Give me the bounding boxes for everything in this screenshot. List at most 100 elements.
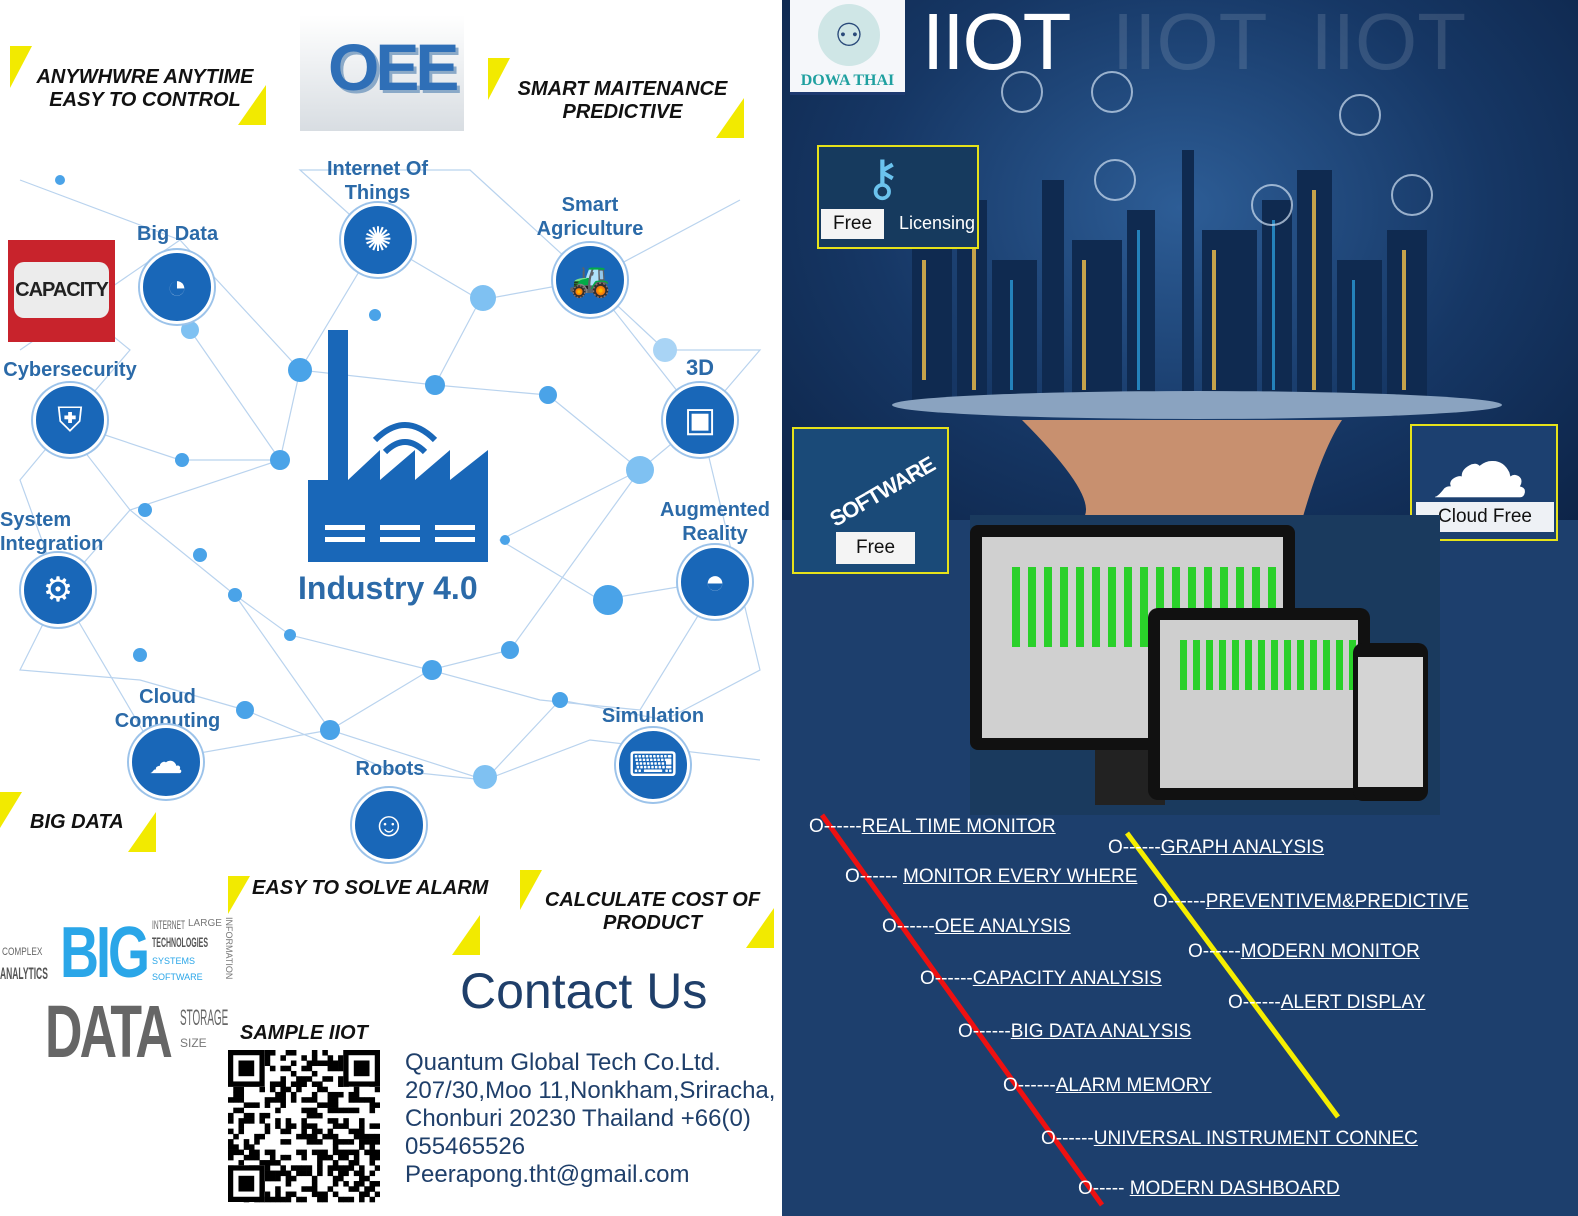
- feature-item[interactable]: O------UNIVERSAL INSTRUMENT CONNEC: [1041, 1128, 1418, 1150]
- qr-code[interactable]: [228, 1050, 380, 1205]
- free-label: Free: [821, 209, 885, 239]
- feature-link[interactable]: ALERT DISPLAY: [1280, 992, 1426, 1013]
- yellow-corner-icon: [520, 870, 542, 910]
- industry-40-title: Industry 4.0: [298, 570, 478, 606]
- cloud-icon: ☁: [129, 725, 203, 799]
- feature-item[interactable]: O------ MONITOR EVERY WHERE: [845, 866, 1137, 888]
- address-line: Chonburi 20230 Thailand +66(0): [405, 1105, 751, 1132]
- node-label-augmented-reality: Augmented Reality: [660, 499, 770, 545]
- tag-big-data: BIG DATA: [30, 811, 124, 833]
- tractor-icon: 🚜: [553, 243, 627, 317]
- feature-prefix: O------: [1188, 941, 1241, 962]
- address-line: 207/30,Moo 11,Nonkham,Sriracha,: [405, 1077, 776, 1104]
- feature-link[interactable]: UNIVERSAL INSTRUMENT CONNEC: [1093, 1128, 1418, 1149]
- feature-prefix: O------: [845, 866, 904, 887]
- yellow-corner-icon: [128, 812, 156, 852]
- feature-link[interactable]: REAL TIME MONITOR: [861, 816, 1056, 837]
- feature-item[interactable]: O------MODERN MONITOR: [1188, 941, 1420, 963]
- feature-prefix: O------: [1003, 1075, 1056, 1096]
- feature-link[interactable]: MODERN DASHBOARD: [1129, 1178, 1340, 1199]
- wordcloud-data: DATA: [45, 990, 173, 1073]
- yellow-corner-icon: [746, 908, 774, 948]
- yellow-corner-icon: [228, 876, 250, 914]
- node-label-iot: Internet Of Things: [326, 158, 429, 204]
- node-label-big-data: Big Data: [136, 223, 219, 245]
- feature-item[interactable]: O------CAPACITY ANALYSIS: [920, 968, 1162, 990]
- network-icon: ✺: [341, 203, 415, 277]
- email-link[interactable]: Peerapong.tht@gmail.com: [405, 1161, 690, 1188]
- feature-item[interactable]: O------ALERT DISPLAY: [1228, 992, 1425, 1014]
- feature-prefix: O------: [1153, 891, 1206, 912]
- wordcloud-word: ANALYTICS: [0, 964, 48, 983]
- feature-item[interactable]: O----- MODERN DASHBOARD: [1078, 1178, 1340, 1200]
- devices-mockup: [970, 515, 1440, 815]
- node-label-cloud-computing: Cloud Computing: [114, 686, 221, 732]
- tag-line: PRODUCT: [603, 912, 702, 934]
- cloud-icon: ☁: [1430, 407, 1530, 519]
- feature-item[interactable]: O------OEE ANALYSIS: [882, 916, 1071, 938]
- capacity-label: CAPACITY: [14, 262, 109, 318]
- wordcloud-word: LARGE: [188, 918, 222, 929]
- phone-number: 055465526: [405, 1133, 526, 1160]
- feature-prefix: O------: [882, 916, 935, 937]
- wordcloud-word: SOFTWARE: [152, 972, 203, 982]
- contact-title: Contact Us: [460, 963, 708, 1019]
- city-skyline-icon: [892, 71, 1502, 520]
- feature-item[interactable]: O------REAL TIME MONITOR: [809, 816, 1056, 838]
- iiot-title-ghost: IIOT IIOT: [1112, 0, 1467, 86]
- logo-text: DOWA THAI: [800, 72, 895, 89]
- feature-item[interactable]: O------ALARM MEMORY: [1003, 1075, 1212, 1097]
- tablet-device: [1148, 608, 1370, 800]
- node-label-robots: Robots: [355, 758, 425, 780]
- sample-iiot-label: SAMPLE IIOT: [240, 1022, 368, 1044]
- iiot-title: IIOT: [922, 0, 1072, 86]
- yellow-corner-icon: [488, 58, 510, 100]
- company-name: Quantum Global Tech Co.Ltd.: [405, 1049, 721, 1076]
- cube-icon: ▣: [663, 383, 737, 457]
- wordcloud-big: BIG: [60, 913, 150, 993]
- feature-link[interactable]: PREVENTIVEM&PREDICTIVE: [1205, 891, 1469, 912]
- node-label-simulation: Simulation: [601, 705, 705, 727]
- wordcloud-word: SIZE: [180, 1036, 207, 1050]
- feature-link[interactable]: BIG DATA ANALYSIS: [1010, 1021, 1192, 1042]
- cloud-free-badge: ☁ Cloud Free: [1410, 408, 1558, 541]
- feature-item[interactable]: O------BIG DATA ANALYSIS: [958, 1021, 1191, 1043]
- feature-link[interactable]: ALARM MEMORY: [1055, 1075, 1212, 1096]
- yellow-diagonal-line: [1124, 831, 1341, 1119]
- feature-link[interactable]: MODERN MONITOR: [1240, 941, 1420, 962]
- feature-link[interactable]: GRAPH ANALYSIS: [1160, 837, 1325, 858]
- tag-line: ANYWHWRE ANYTIME: [36, 66, 254, 88]
- decorative-lines: [819, 813, 1341, 1207]
- node-label-cybersecurity: Cybersecurity: [3, 359, 137, 381]
- feature-prefix: O------: [1041, 1128, 1094, 1149]
- feature-link[interactable]: MONITOR EVERY WHERE: [903, 866, 1138, 887]
- big-data-wordcloud: BIG DATA ANALYTICS COMPLEX TECHNOLOGIES …: [0, 915, 236, 1075]
- feature-prefix: O------: [1108, 837, 1161, 858]
- feature-item[interactable]: O------GRAPH ANALYSIS: [1108, 837, 1324, 859]
- tag-line: PREDICTIVE: [562, 101, 683, 123]
- factory-icon: [308, 330, 488, 562]
- feature-prefix: O------: [1228, 992, 1281, 1013]
- shield-lock-icon: ⛨: [33, 383, 107, 457]
- feature-item[interactable]: O------PREVENTIVEM&PREDICTIVE: [1153, 891, 1469, 913]
- robot-icon: ☺: [352, 788, 426, 862]
- oee-logo-text: OEE: [328, 30, 459, 104]
- pie-chart-icon: ◔: [140, 250, 214, 324]
- capacity-badge: CAPACITY: [8, 240, 115, 342]
- monitor-gear-icon: ⌨: [616, 728, 690, 802]
- feature-link[interactable]: CAPACITY ANALYSIS: [972, 968, 1162, 989]
- yellow-corner-icon: [716, 98, 744, 138]
- wordcloud-word: TECHNOLOGIES: [152, 934, 209, 950]
- gears-icon: ⚙: [21, 553, 95, 627]
- free-software-badge: SOFTWARE Free: [792, 427, 949, 574]
- phone-device: [1353, 643, 1428, 801]
- yellow-corner-icon: [452, 915, 480, 955]
- oee-logo: OEE: [300, 15, 464, 131]
- yellow-corner-icon: [0, 792, 22, 828]
- tag-line: EASY TO CONTROL: [49, 89, 241, 111]
- red-diagonal-line: [819, 813, 1105, 1207]
- contact-address: Quantum Global Tech Co.Ltd. 207/30,Moo 1…: [405, 1049, 775, 1189]
- feature-link[interactable]: OEE ANALYSIS: [934, 916, 1071, 937]
